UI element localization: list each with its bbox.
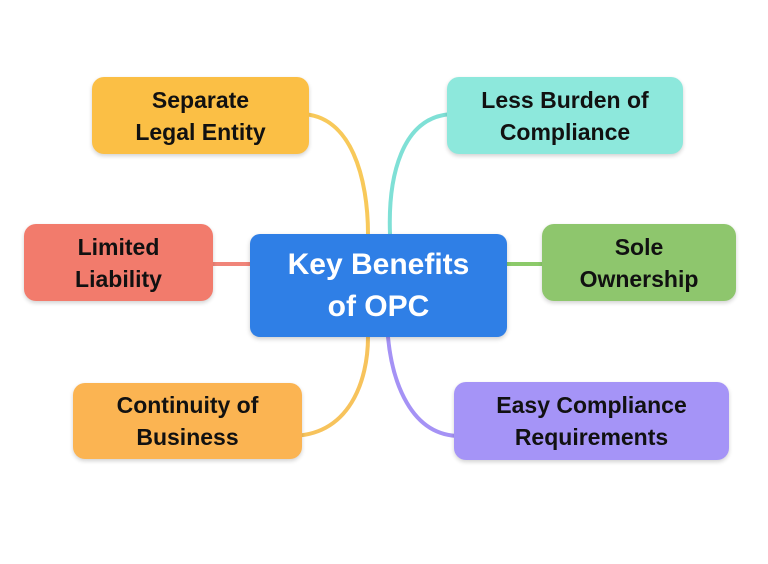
node-easy-compliance-requirements: Easy Compliance Requirements: [454, 382, 729, 460]
connector-less-burden-of-compliance: [387, 112, 457, 236]
node-separate-legal-entity: Separate Legal Entity: [92, 77, 309, 154]
node-label-line-2: Requirements: [514, 424, 669, 450]
node-label-line-1: Separate: [151, 86, 250, 113]
central-topic-line-2: of OPC: [327, 289, 430, 323]
node-label-line-2: Business: [136, 424, 239, 450]
node-label-line-2: Compliance: [499, 118, 631, 145]
central-topic-key-benefits-of-opc: Key Benefits of OPC: [250, 234, 507, 337]
node-label-line-1: Easy Compliance: [496, 392, 687, 418]
connector-easy-compliance-requirements: [386, 335, 462, 438]
node-label-line-1: Continuity of: [116, 392, 259, 418]
connector-continuity-of-business: [288, 335, 370, 438]
node-label-line-2: Liability: [75, 265, 162, 292]
node-label-line-1: Sole: [614, 233, 664, 260]
node-continuity-of-business: Continuity of Business: [73, 383, 302, 459]
central-topic-line-1: Key Benefits: [287, 247, 470, 281]
node-label-line-1: Limited: [77, 233, 160, 260]
node-limited-liability: Limited Liability: [24, 224, 213, 301]
node-label-line-2: Ownership: [579, 265, 699, 292]
node-label-line-1: Less Burden of: [481, 86, 649, 113]
connector-separate-legal-entity: [298, 112, 370, 236]
node-sole-ownership: Sole Ownership: [542, 224, 736, 301]
node-less-burden-of-compliance: Less Burden of Compliance: [447, 77, 683, 154]
node-label-line-2: Legal Entity: [135, 118, 266, 145]
